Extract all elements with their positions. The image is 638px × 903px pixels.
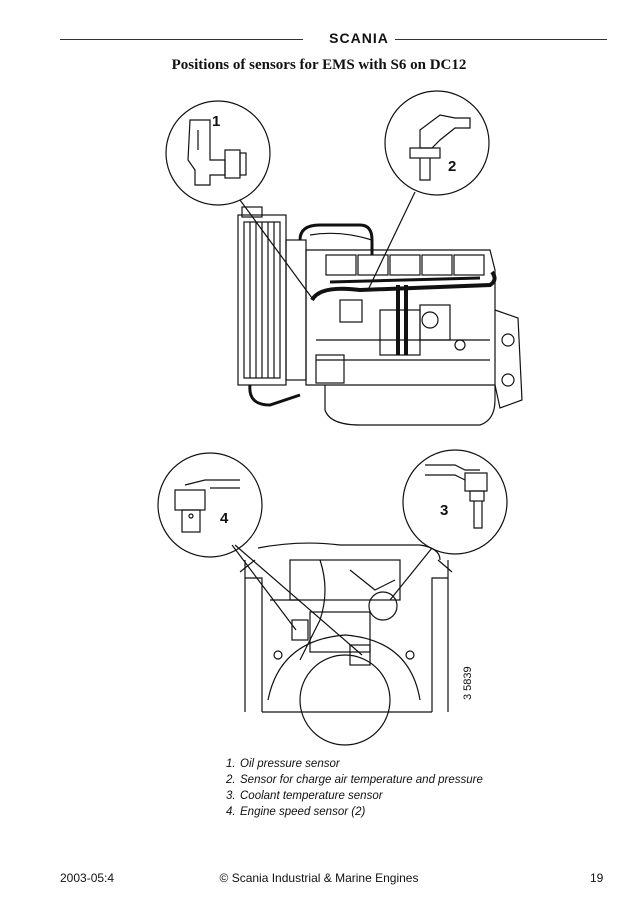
footer-date: 2003-05:4	[60, 871, 115, 885]
brand-logo: SCANIA	[329, 30, 389, 46]
legend-item: 1. Oil pressure sensor	[226, 757, 486, 771]
legend-text: Coolant temperature sensor	[240, 790, 383, 802]
legend-text: Sensor for charge air temperature and pr…	[240, 774, 483, 786]
footer-copyright: © Scania Industrial & Marine Engines	[219, 871, 419, 885]
legend-number: 4.	[226, 806, 236, 818]
footer-page-number: 19	[590, 871, 604, 885]
legend-text: Engine speed sensor (2)	[240, 806, 366, 818]
figure-reference-code: 3 5839	[462, 666, 474, 700]
engine-side-view	[237, 206, 523, 426]
legend-text: Oil pressure sensor	[240, 758, 340, 770]
detail-engine-speed-sensor	[157, 452, 363, 656]
legend-number: 2.	[226, 774, 236, 786]
sensor-legend: 1. Oil pressure sensor 2. Sensor for cha…	[226, 757, 486, 821]
legend-item: 4. Engine speed sensor (2)	[226, 805, 486, 819]
callout-3: 3	[440, 502, 449, 519]
detail-oil-pressure-sensor	[165, 100, 313, 299]
legend-item: 3. Coolant temperature sensor	[226, 789, 486, 803]
callout-2: 2	[448, 158, 457, 175]
legend-number: 3.	[226, 790, 236, 802]
legend-item: 2. Sensor for charge air temperature and…	[226, 773, 486, 787]
detail-charge-air-sensor	[367, 90, 490, 291]
legend-number: 1.	[226, 758, 236, 770]
page-title: Positions of sensors for EMS with S6 on …	[171, 57, 467, 73]
header-rule-left	[60, 39, 303, 40]
callout-1: 1	[212, 113, 221, 130]
engine-front-view	[239, 542, 453, 746]
detail-coolant-temperature-sensor	[389, 449, 508, 601]
callout-4: 4	[220, 510, 229, 527]
header-rule-right	[395, 39, 607, 40]
